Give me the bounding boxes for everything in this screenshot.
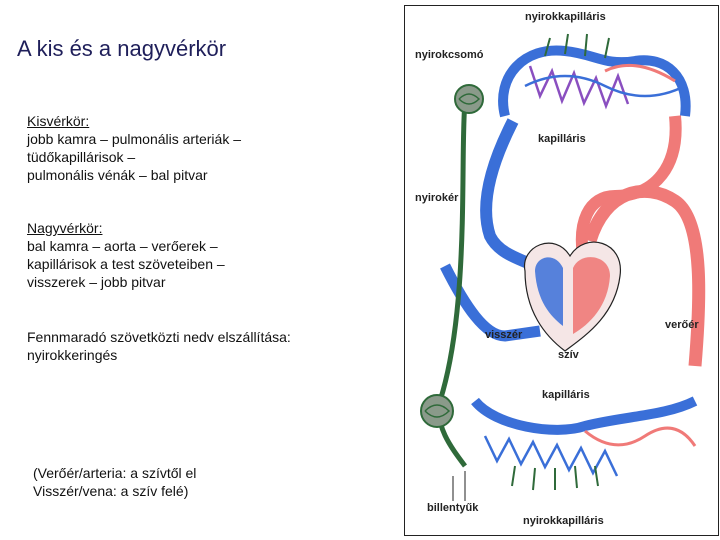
capillary-mesh [524, 74, 686, 98]
label-vein: visszér [485, 329, 523, 341]
note-line: Visszér/vena: a szív felé) [33, 483, 189, 499]
label-upper-capillaries: kapilláris [538, 133, 586, 145]
capillary-mesh [528, 65, 630, 110]
label-heart: szív [558, 349, 580, 361]
capillary-mesh [604, 63, 676, 83]
large-circulation-line: visszerek – jobb pitvar [27, 274, 166, 290]
vessel-definition-note: (Verőér/arteria: a szívtől el Visszér/ve… [33, 464, 196, 500]
label-bottom-lymph-capillaries: nyirokkapilláris [523, 515, 604, 527]
small-circulation-line: pulmonális vénák – bal pitvar [27, 167, 208, 183]
lower-capillary-arc [471, 396, 698, 435]
capillary-mesh [483, 435, 619, 477]
capillary-mesh [584, 426, 697, 447]
aorta [583, 184, 706, 367]
small-circulation-block: Kisvérkör: jobb kamra – pulmonális arter… [27, 112, 241, 184]
lymph-line: Fennmaradó szövetközti nedv elszállítása… [27, 329, 291, 345]
lymph-node-icon [420, 394, 454, 428]
lower-vena-cava [440, 263, 541, 342]
large-circulation-line: kapillárisok a test szöveteiben – [27, 256, 225, 272]
label-lymph-vessel: nyirokér [415, 192, 459, 204]
small-circulation-line: tüdőkapillárisok – [27, 149, 136, 165]
label-artery: verőér [665, 319, 699, 331]
label-lower-capillaries: kapilláris [542, 389, 590, 401]
lymph-block: Fennmaradó szövetközti nedv elszállítása… [27, 328, 291, 364]
label-top-lymph-capillaries: nyirokkapilláris [525, 11, 606, 23]
label-valves: billentyűk [427, 502, 479, 514]
upper-capillary-network [498, 33, 691, 118]
lymph-node-detail [458, 93, 481, 105]
circulation-diagram: nyirokkapilláris nyirokcsomó kapilláris … [404, 5, 719, 536]
right-heart-chambers [535, 257, 563, 326]
lymph-node-icon [454, 84, 484, 114]
large-circulation-heading: Nagyvérkör: [27, 220, 103, 236]
left-heart-chambers [573, 257, 610, 334]
upper-capillary-arc [498, 45, 691, 118]
lymph-node-lower [420, 394, 454, 428]
label-lymph-node: nyirokcsomó [415, 49, 484, 61]
lymph-vessel-path [436, 100, 468, 468]
circulation-diagram-svg: nyirokkapilláris nyirokcsomó kapilláris … [415, 11, 706, 527]
lymph-capillary-tips [544, 33, 610, 59]
slide-title: A kis és a nagyvérkör [17, 36, 227, 61]
large-circulation-block: Nagyvérkör: bal kamra – aorta – verőerek… [27, 219, 225, 291]
small-circulation-line: jobb kamra – pulmonális arteriák – [27, 131, 241, 147]
note-line: (Verőér/arteria: a szívtől el [33, 465, 197, 481]
small-circulation-heading: Kisvérkör: [27, 113, 90, 129]
lymph-node-upper [454, 84, 484, 114]
lymph-capillary-tips [511, 465, 599, 491]
lymph-line: nyirokkeringés [27, 347, 118, 363]
large-circulation-line: bal kamra – aorta – verőerek – [27, 238, 218, 254]
valve-leader-lines [452, 471, 466, 501]
lymph-node-detail [424, 404, 451, 418]
lower-capillary-network [471, 396, 698, 491]
